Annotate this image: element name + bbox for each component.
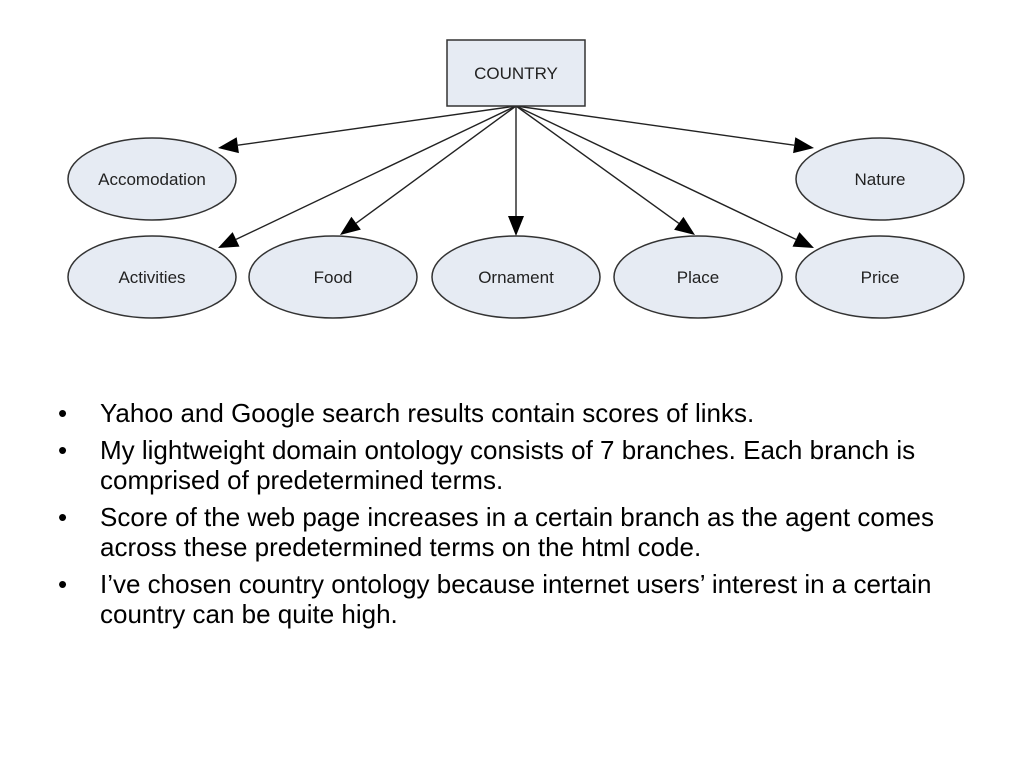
bullet-text: Score of the web page increases in a cer… <box>100 502 934 562</box>
bullet-item: • I’ve chosen country ontology because i… <box>56 569 956 629</box>
root-box <box>446 39 586 107</box>
node-food-label: Food <box>314 268 353 287</box>
bullet-item: • My lightweight domain ontology consist… <box>56 435 956 495</box>
node-accomodation-label: Accomodation <box>98 170 206 189</box>
node-nature-label: Nature <box>854 170 905 189</box>
node-place-label: Place <box>677 268 720 287</box>
arrowhead-accomodation <box>218 137 239 154</box>
bullet-item: • Yahoo and Google search results contai… <box>56 398 956 428</box>
edge-line-food <box>355 105 517 224</box>
root-node: COUNTRY <box>446 39 586 107</box>
node-activities-ellipse <box>67 235 237 319</box>
node-ornament-ellipse <box>431 235 601 319</box>
arrowhead-food <box>340 216 361 235</box>
ontology-diagram: COUNTRY Accomodation Nature Activities F… <box>67 39 965 319</box>
bullet-icon: • <box>58 398 68 428</box>
bullet-icon: • <box>58 435 68 465</box>
arrowhead-ornament <box>508 216 524 236</box>
node-food: Food <box>248 235 418 319</box>
node-activities-label: Activities <box>118 268 185 287</box>
root-label: COUNTRY <box>474 64 558 83</box>
node-ornament: Ornament <box>431 235 601 319</box>
bullet-icon: • <box>58 569 68 599</box>
node-accomodation: Accomodation <box>67 137 237 221</box>
node-food-ellipse <box>248 235 418 319</box>
bullet-text: I’ve chosen country ontology because int… <box>100 569 932 629</box>
node-accomodation-ellipse <box>67 137 237 221</box>
arrowhead-place <box>674 216 695 235</box>
bullet-item: • Score of the web page increases in a c… <box>56 502 956 562</box>
edge-line-place <box>515 105 680 224</box>
edge-line-activities <box>235 105 517 241</box>
bullet-text: My lightweight domain ontology consists … <box>100 435 916 495</box>
edges-layer <box>218 105 814 248</box>
edge-line-nature <box>515 105 795 146</box>
node-price-ellipse <box>795 235 965 319</box>
node-price-label: Price <box>861 268 900 287</box>
node-activities: Activities <box>67 235 237 319</box>
node-place-ellipse <box>613 235 783 319</box>
node-ornament-label: Ornament <box>478 268 554 287</box>
arrowhead-activities <box>218 232 240 248</box>
arrowhead-nature <box>793 137 814 154</box>
node-place: Place <box>613 235 783 319</box>
bullet-icon: • <box>58 502 68 532</box>
node-nature: Nature <box>795 137 965 221</box>
edge-line-price <box>515 105 797 241</box>
arrowhead-price <box>792 232 814 248</box>
node-price: Price <box>795 235 965 319</box>
bullet-list: • Yahoo and Google search results contai… <box>56 398 956 636</box>
edge-line-accomodation <box>237 105 517 146</box>
node-nature-ellipse <box>795 137 965 221</box>
bullet-text: Yahoo and Google search results contain … <box>100 398 755 428</box>
